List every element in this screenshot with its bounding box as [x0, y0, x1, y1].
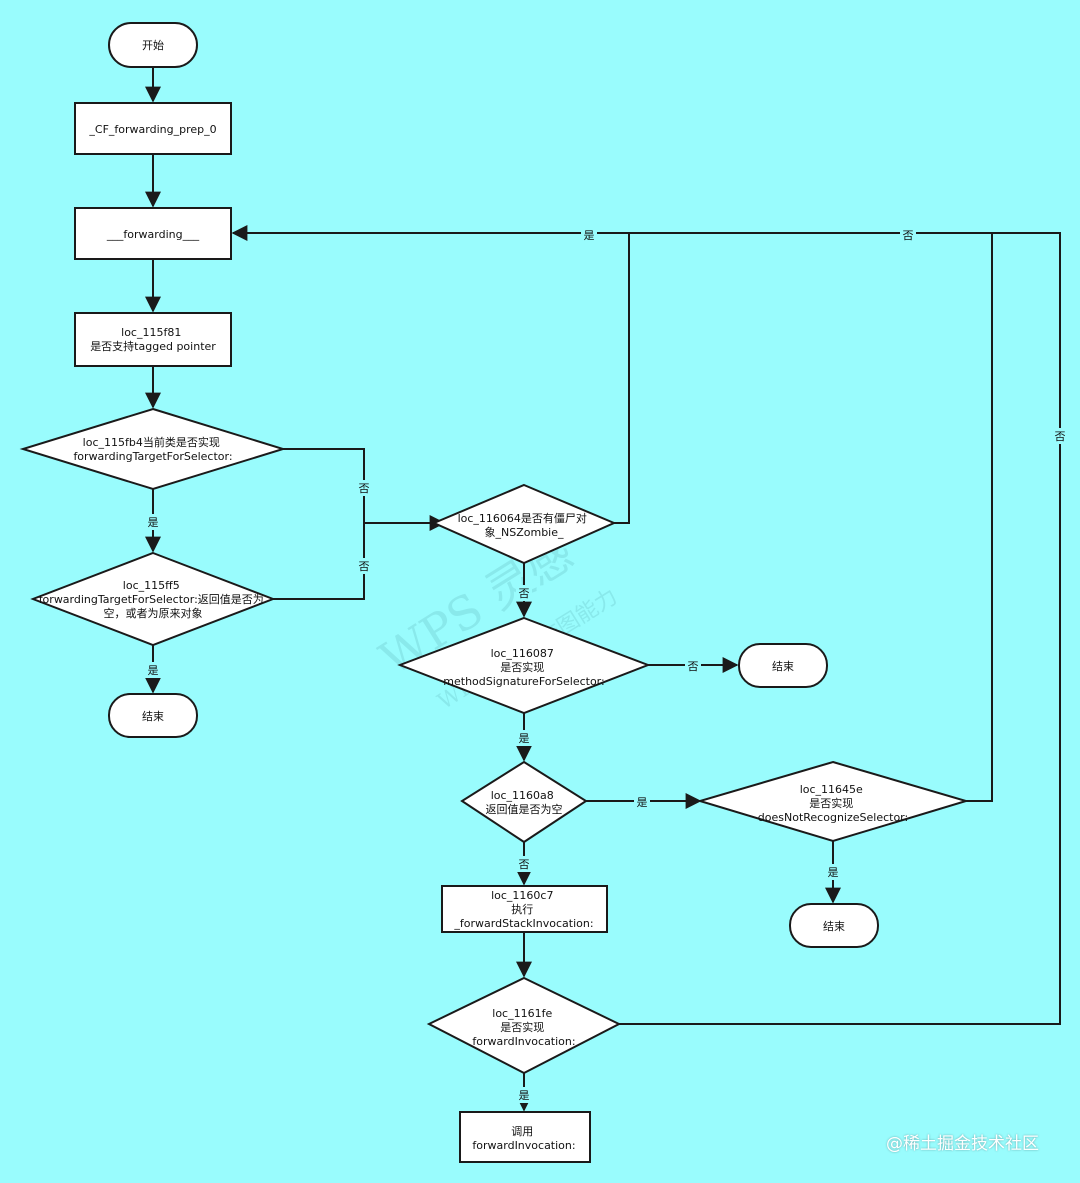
stack-inv-label: loc_1160c7 执行 _forwardStackInvocation: [453, 889, 593, 930]
svg-text:否: 否 [519, 587, 530, 600]
edge-label-yes: 是 [516, 730, 532, 746]
forwarding-label: ___forwarding___ [106, 228, 200, 241]
method-sig-label: loc_116087 是否实现 methodSignatureForSelect… [443, 647, 604, 688]
method-sig-decision [397, 616, 651, 715]
zombie-label: loc_116064是否有僵尸对 象_NSZombie_ [458, 511, 591, 539]
svg-text:是: 是 [519, 732, 530, 745]
svg-text:是: 是 [584, 229, 595, 242]
edge-label-no: 否 [356, 558, 372, 574]
edge-label-no: 否 [900, 227, 916, 243]
ret-check-label: loc_115ff5 forwardingTargetForSelector:返… [39, 579, 268, 620]
svg-text:否: 否 [359, 560, 370, 573]
fwd-inv-decision [426, 976, 622, 1075]
edge-notrecog-to-forwarding [629, 232, 993, 802]
svg-text:否: 否 [1055, 430, 1066, 443]
edge-label-no: 否 [356, 480, 372, 496]
end3-label: 结束 [823, 920, 845, 933]
svg-text:是: 是 [148, 516, 159, 529]
edge-label-yes: 是 [825, 864, 841, 880]
sig-null-decision [460, 760, 588, 844]
edge-zombie-to-forwarding [231, 225, 630, 524]
fwd-target-label: loc_115fb4当前类是否实现 forwardingTargetForSel… [73, 435, 232, 463]
fwd-target-decision [19, 407, 287, 491]
edge-retcheck-to-zombie [273, 523, 365, 600]
prep-process [74, 102, 232, 155]
not-recog-label: loc_11645e 是否实现 doesNotRecognizeSelector… [758, 783, 908, 824]
nodes [19, 22, 970, 1163]
ret-check-decision [30, 551, 276, 647]
start-terminal [108, 22, 198, 68]
prep-label: _CF_forwarding_prep_0 [88, 123, 216, 136]
end3-terminal [789, 903, 879, 948]
edge-labels: 是 是 否 否 是 否 否 否 [145, 227, 1068, 1103]
sig-null-label: loc_1160a8 返回值是否为空 [486, 789, 563, 816]
site-watermark: @稀土掘金技术社区 [886, 1134, 1039, 1154]
svg-text:否: 否 [903, 229, 914, 242]
end1-label: 结束 [142, 710, 164, 723]
edge-label-yes: 是 [581, 227, 597, 243]
call-inv-label: 调用 forwardInvocation: [472, 1125, 575, 1152]
edge-label-yes: 是 [145, 514, 161, 530]
forwarding-process [74, 207, 232, 260]
fwd-inv-label: loc_1161fe 是否实现 forwardInvocation: [472, 1007, 575, 1048]
not-recog-decision [696, 760, 970, 843]
svg-text:是: 是 [637, 796, 648, 809]
svg-text:是: 是 [148, 664, 159, 677]
end1-terminal [108, 693, 198, 738]
edge-label-no: 否 [516, 585, 532, 601]
end2-terminal [738, 643, 828, 688]
svg-text:是: 是 [519, 1089, 530, 1102]
svg-text:否: 否 [359, 482, 370, 495]
edge-label-yes: 是 [145, 662, 161, 678]
node-texts: 开始 _CF_forwarding_prep_0 ___forwarding__… [39, 38, 909, 1152]
call-inv-process [459, 1111, 591, 1163]
end2-label: 结束 [772, 660, 794, 673]
svg-text:是: 是 [828, 866, 839, 879]
edge-label-yes: 是 [634, 794, 650, 810]
edge-label-no: 否 [516, 856, 532, 872]
start-label: 开始 [142, 38, 164, 52]
stack-inv-process [441, 885, 608, 933]
svg-text:否: 否 [688, 660, 699, 673]
edge-label-no: 否 [685, 658, 701, 674]
tagged-label: loc_115f81 是否支持tagged pointer [90, 326, 216, 353]
edge-fwdinv-to-forwarding [619, 232, 1061, 1025]
tagged-process [74, 312, 232, 367]
edge-label-no: 否 [1052, 428, 1068, 444]
edge-label-yes: 是 [516, 1087, 532, 1103]
svg-text:否: 否 [519, 858, 530, 871]
zombie-decision [431, 483, 617, 565]
